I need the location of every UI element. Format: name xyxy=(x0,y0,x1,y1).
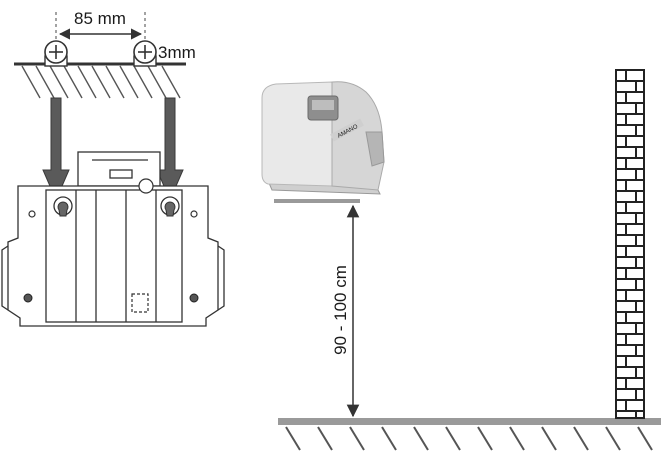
wall-mount-detail: 85 mm 3mm xyxy=(1,9,225,327)
keyhole-left-icon xyxy=(53,196,73,217)
mount-surface-hatching xyxy=(21,65,181,99)
floor-hatching xyxy=(285,426,653,451)
screw-protrusion-label: 3mm xyxy=(158,43,196,62)
mount-arrow-left-icon xyxy=(42,97,70,202)
floor xyxy=(278,418,661,425)
plate-screw-icon xyxy=(23,293,33,303)
keyhole-right-icon xyxy=(160,196,180,217)
screw-spacing-label: 85 mm xyxy=(74,9,126,28)
device-back-plate xyxy=(1,151,225,327)
brick-wall xyxy=(615,69,645,419)
brick-wall-outline xyxy=(615,69,645,419)
height-label: 90 - 100 cm xyxy=(331,265,350,355)
installation-height-detail: AMANO 90 - 100 cm xyxy=(261,69,661,451)
plate-marker xyxy=(131,293,149,313)
screw-right-icon xyxy=(133,40,157,67)
time-recorder-device: AMANO xyxy=(261,81,385,195)
mount-arrow-right-icon xyxy=(156,97,184,202)
plate-screw-icon xyxy=(189,293,199,303)
screw-left-icon xyxy=(44,40,68,67)
